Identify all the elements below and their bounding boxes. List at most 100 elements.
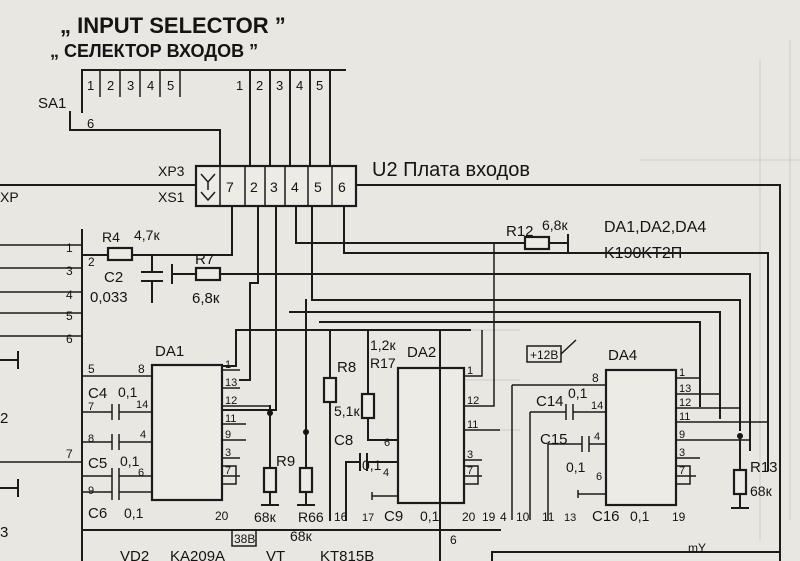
c16-value: 0,1 — [630, 508, 650, 524]
r12-network: R12 6,8к — [295, 205, 569, 252]
da1-pin: 8 — [138, 362, 145, 376]
r4-name: R4 — [102, 229, 120, 245]
connector-pin: 2 — [250, 179, 258, 195]
bottom-vt-type: KT815B — [320, 548, 374, 561]
switch-pin: 2 — [256, 78, 263, 93]
da2-pin: 11 — [467, 419, 478, 431]
da4-pin: 4 — [594, 431, 600, 443]
connector-pin: 5 — [314, 179, 322, 195]
ic-list-label: DA1,DA2,DA4 — [604, 219, 706, 236]
title-ru: „ СЕЛЕКТОР ВХОДОВ ” — [50, 41, 258, 61]
c8-name: C8 — [334, 432, 353, 449]
board-outline — [0, 184, 781, 561]
da4-pin: 6 — [596, 471, 602, 483]
r8-name: R8 — [337, 359, 356, 376]
da2-pin: 7 — [467, 465, 473, 477]
connector-pin: 3 — [270, 179, 278, 195]
net-number: 11 — [542, 510, 555, 524]
r6-value: 68к — [290, 528, 313, 544]
connector-socket-label: XS1 — [158, 189, 185, 205]
title-en: „ INPUT SELECTOR ” — [60, 13, 286, 38]
da4-pin: 19 — [672, 510, 686, 524]
r4-pin: 2 — [88, 255, 95, 269]
c4-name: C4 — [88, 385, 107, 402]
da4-pin: 11 — [679, 411, 690, 423]
r13-name: R13 — [750, 459, 778, 476]
da2-pin: 19 — [482, 510, 496, 524]
c5-value: 0,1 — [120, 453, 140, 469]
r17-name: R17 — [370, 355, 396, 371]
r9-r6: R9 68к R66 68к — [254, 299, 324, 544]
supply-label: +12B — [526, 339, 577, 363]
net-number: 4 — [500, 510, 507, 524]
switch-pin: 4 — [296, 78, 303, 93]
net-number: 10 — [516, 510, 530, 524]
da1-right-pins: 1 13 12 11 9 3 7 — [221, 359, 270, 485]
da4-pin: 7 — [679, 465, 685, 477]
c16-name: C16 — [592, 508, 620, 525]
da1-pin: 14 — [136, 399, 148, 411]
c4-value: 0,1 — [118, 384, 138, 400]
da4-pin: 12 — [679, 397, 691, 409]
da1-pin: 11 — [225, 413, 236, 425]
da2-pin-c8: 4 — [383, 467, 389, 479]
switch-pin: 4 — [147, 78, 154, 93]
edge-pins: 1 3 4 5 6 7 2 3 — [0, 241, 82, 541]
c8-value: 0,1 — [362, 457, 382, 473]
da2-pin: 17 — [362, 512, 374, 524]
da4-pin: 13 — [679, 383, 691, 395]
ic-da2: DA2 6 17 C9 0,1 16 1 12 11 3 7 20 19 — [334, 243, 500, 525]
r9-name: R9 — [276, 453, 295, 470]
da1-pin: 7 — [225, 465, 231, 477]
c2-name: C2 — [104, 269, 123, 286]
board-title: U2 Плата входов — [372, 159, 530, 181]
c14-value: 0,1 — [568, 385, 588, 401]
switch-pin: 1 — [87, 78, 94, 93]
bottom-r-box: 38B — [234, 532, 255, 546]
c6-value: 0,1 — [124, 505, 144, 521]
bottom-vd: VD2 — [120, 548, 149, 561]
da2-name: DA2 — [407, 344, 436, 361]
switch-pin: 3 — [127, 78, 134, 93]
r7-name: R7 — [195, 251, 214, 268]
edge-pin: 7 — [66, 447, 73, 461]
da1-pin: 1 — [225, 359, 231, 371]
connector-plug-label: XP3 — [158, 163, 185, 179]
r13: R13 68к — [731, 433, 778, 509]
connector-left-stub: XP — [0, 189, 19, 205]
edge-label: 3 — [0, 524, 8, 541]
switch-sa1: SA1 6 1 2 3 4 5 1 2 3 4 5 — [38, 69, 346, 171]
net-number: 16 — [334, 510, 348, 524]
da2-pin: 1 — [467, 365, 473, 377]
switch-label: SA1 — [38, 95, 66, 112]
r6-name: R66 — [298, 509, 324, 525]
da1-pin: 4 — [140, 429, 146, 441]
bottom-corner: 6 — [450, 533, 457, 547]
da4-name: DA4 — [608, 347, 637, 364]
da1-pin: 3 — [225, 447, 231, 459]
edge-pin: 6 — [66, 332, 73, 346]
da1-pin: 8 — [88, 433, 94, 445]
da1-pin: 6 — [138, 467, 144, 479]
r13-value: 68к — [750, 483, 773, 499]
da1-name: DA1 — [155, 343, 184, 360]
bottom-strip: 38B 6 VD2 KA209A VT KT815B mY — [81, 329, 781, 561]
switch-pin: 3 — [276, 78, 283, 93]
c5-name: C5 — [88, 455, 107, 472]
c15-name: C15 — [540, 431, 568, 448]
r4-value: 4,7к — [134, 227, 160, 243]
ic-da1: DA1 5 8 C4 0,1 7 14 8 4 C5 0,1 6 9 C6 0,… — [82, 343, 270, 523]
switch-pin: 2 — [107, 78, 114, 93]
r17-value: 1,2к — [370, 337, 396, 353]
da2-pin: 3 — [467, 449, 473, 461]
c6-name: C6 — [88, 505, 107, 522]
da2-pin: 12 — [467, 395, 479, 407]
edge-pin: 3 — [66, 264, 73, 278]
switch-common-pin: 6 — [87, 116, 94, 131]
c9-value: 0,1 — [420, 508, 440, 524]
da4-right-pins: 1 13 12 11 9 3 7 19 — [672, 367, 768, 524]
watermark-text: mY — [688, 541, 706, 555]
supply-label-text: +12B — [530, 348, 558, 362]
c14-name: C14 — [536, 393, 564, 410]
da1-pin: 9 — [225, 429, 231, 441]
